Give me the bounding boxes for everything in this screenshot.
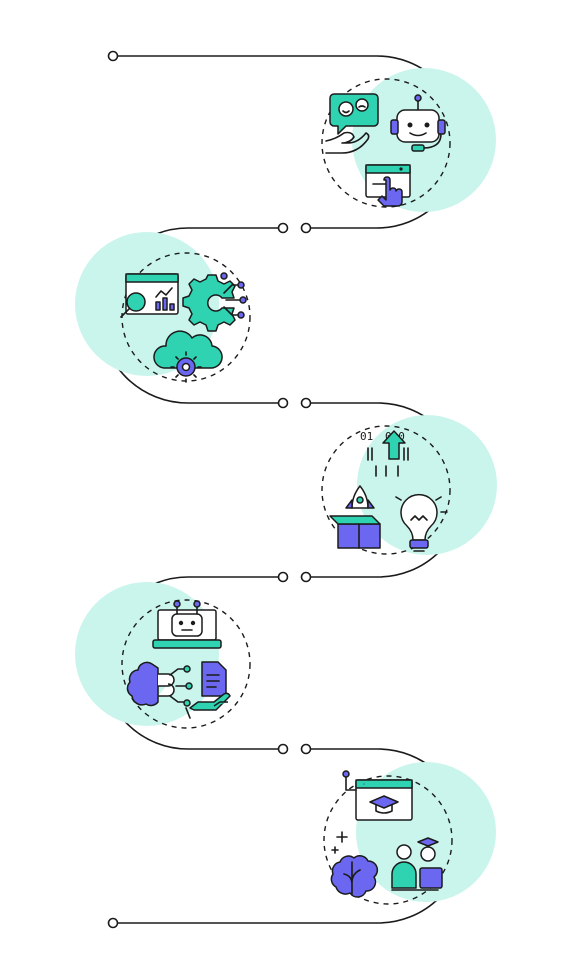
startup-rocket-icon bbox=[329, 485, 381, 549]
chatbot-icon bbox=[390, 94, 446, 152]
student-teacher-icon bbox=[391, 837, 443, 891]
connector-dot bbox=[300, 743, 312, 755]
binary-row-1: 01 bbox=[360, 430, 373, 443]
step-4 bbox=[75, 582, 251, 729]
connector-dot bbox=[277, 743, 289, 755]
connector-dot bbox=[300, 222, 312, 234]
connector-dot bbox=[277, 397, 289, 409]
connector-dot bbox=[277, 571, 289, 583]
smart-brain-icon bbox=[330, 831, 379, 898]
connector-dot bbox=[300, 397, 312, 409]
step-1-dashed-ring bbox=[321, 78, 451, 208]
cloud-settings-icon bbox=[153, 330, 223, 383]
step-3-dashed-ring bbox=[321, 425, 451, 555]
chat-feedback-icon bbox=[325, 93, 379, 154]
binary-upload-icon: 01 010 bbox=[360, 430, 409, 477]
ai-gear-icon bbox=[182, 272, 247, 332]
online-education-icon bbox=[342, 770, 413, 821]
web-click-icon bbox=[365, 164, 411, 207]
document-hand-icon bbox=[185, 661, 231, 719]
connector-dot bbox=[277, 222, 289, 234]
analytics-dashboard-icon bbox=[120, 273, 179, 318]
step-5 bbox=[323, 762, 496, 905]
step-2 bbox=[75, 232, 251, 383]
step-1 bbox=[321, 68, 496, 212]
connector-dot bbox=[300, 571, 312, 583]
step-3: 01 010 bbox=[321, 415, 497, 555]
idea-bulb-icon bbox=[395, 493, 448, 552]
connector-start-dot bbox=[107, 50, 119, 62]
robot-laptop-icon bbox=[152, 600, 222, 649]
connector-end-dot bbox=[107, 917, 119, 929]
step-4-dashed-ring bbox=[121, 599, 251, 729]
ai-brain-icon bbox=[126, 661, 193, 707]
step-5-dashed-ring bbox=[323, 775, 453, 905]
